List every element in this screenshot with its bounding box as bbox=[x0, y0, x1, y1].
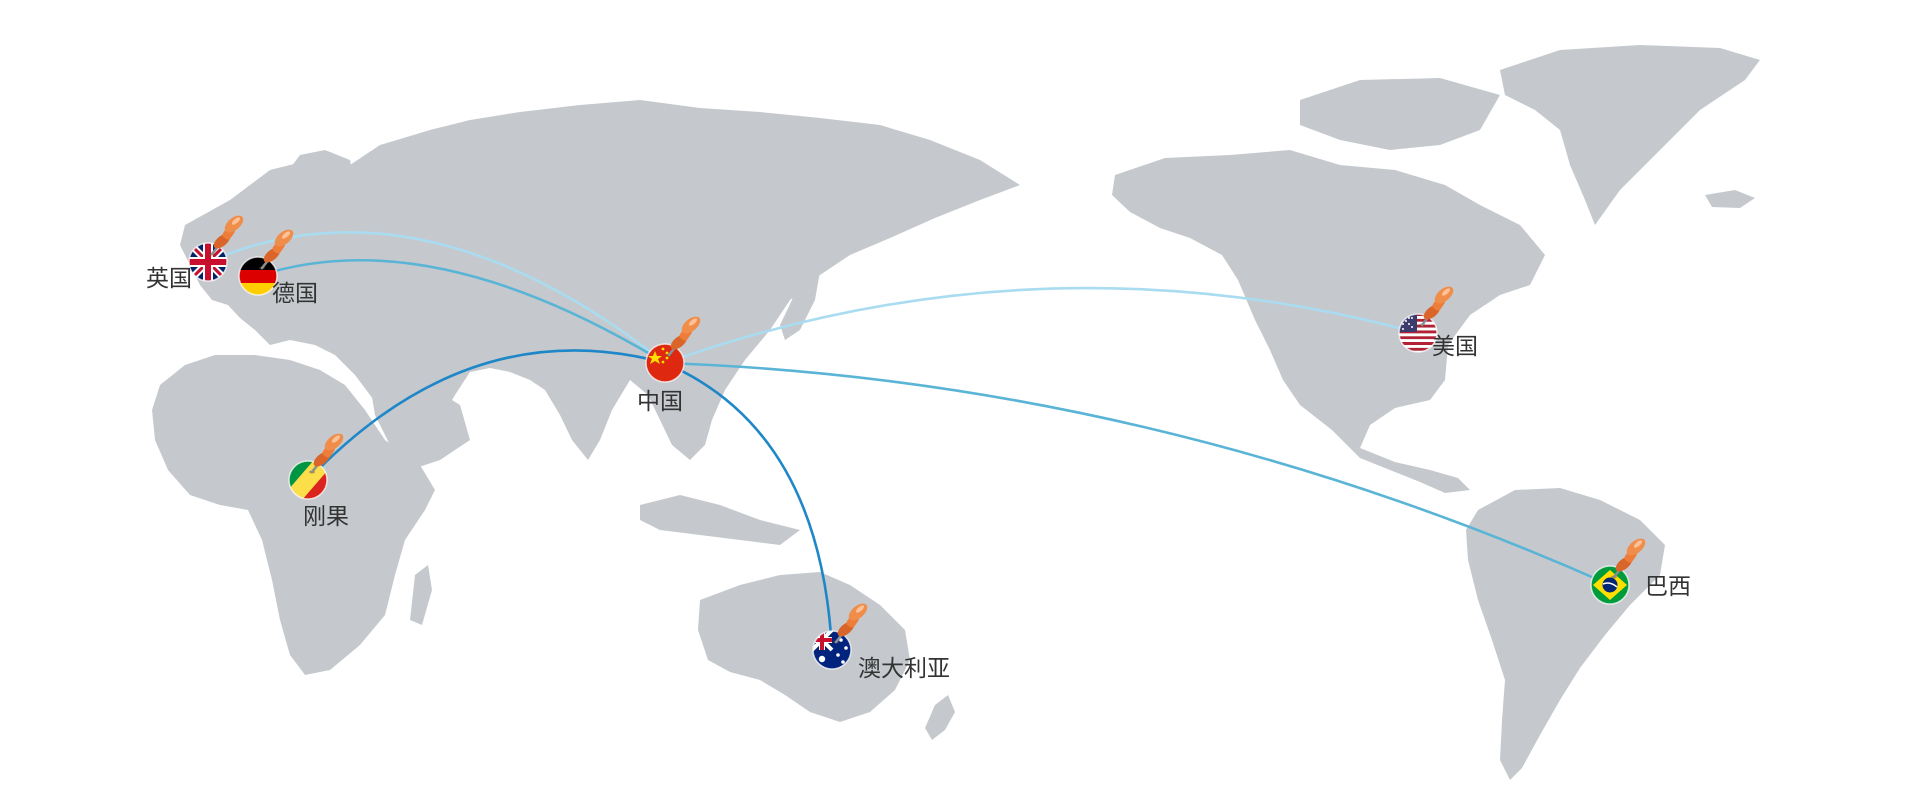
brazil-flag-icon bbox=[1591, 566, 1629, 604]
new-zealand-land bbox=[925, 695, 955, 740]
label-australia: 澳大利亚 bbox=[858, 656, 950, 682]
eurasia-land bbox=[180, 100, 1020, 460]
arabia-land bbox=[370, 380, 470, 470]
marker-brazil[interactable] bbox=[1590, 534, 1650, 605]
landmasses bbox=[152, 45, 1760, 780]
label-congo: 刚果 bbox=[303, 504, 349, 530]
iceland-land bbox=[1705, 190, 1755, 208]
route-china-brazil bbox=[663, 361, 1612, 587]
scandinavia-land bbox=[285, 150, 355, 215]
congo-flag-icon bbox=[289, 461, 327, 499]
madagascar-land bbox=[410, 565, 432, 625]
sea-islands-land bbox=[640, 495, 800, 545]
arctic-islands-land bbox=[1300, 78, 1500, 150]
marker-australia[interactable] bbox=[812, 599, 872, 670]
marker-usa[interactable] bbox=[1398, 282, 1458, 353]
marker-china[interactable] bbox=[645, 312, 705, 383]
routes bbox=[206, 231, 1612, 652]
marker-congo[interactable] bbox=[288, 429, 348, 500]
japan-land bbox=[780, 245, 822, 340]
label-uk: 英国 bbox=[146, 266, 192, 292]
africa-land bbox=[152, 355, 435, 675]
labels: 中国 英国 德国 刚果 澳大利亚 美国 巴西 bbox=[146, 266, 1691, 682]
label-china: 中国 bbox=[637, 389, 683, 415]
route-china-australia bbox=[663, 361, 834, 652]
marker-germany[interactable] bbox=[238, 225, 298, 296]
markers bbox=[188, 211, 1650, 670]
north-america-land bbox=[1112, 150, 1545, 493]
label-usa: 美国 bbox=[1432, 334, 1478, 360]
marker-uk[interactable] bbox=[188, 211, 248, 282]
australia-land bbox=[698, 572, 910, 722]
label-germany: 德国 bbox=[272, 281, 318, 307]
usa-flag-icon bbox=[1399, 314, 1437, 352]
greenland-land bbox=[1500, 45, 1760, 225]
route-china-congo bbox=[306, 349, 667, 482]
route-china-usa bbox=[663, 286, 1420, 365]
route-china-uk bbox=[206, 231, 667, 365]
south-america-land bbox=[1466, 488, 1665, 780]
label-brazil: 巴西 bbox=[1645, 574, 1691, 600]
route-china-germany bbox=[256, 258, 667, 365]
